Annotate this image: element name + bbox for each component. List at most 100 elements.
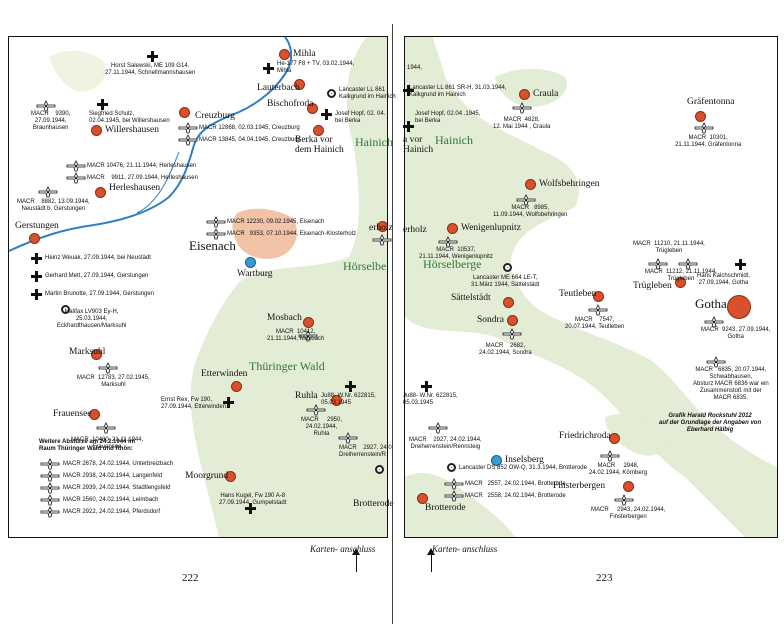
place-friedrichroda: Friedrichroda [559,431,611,441]
us-bomber-icon [40,506,60,518]
place-wartburg: Wartburg [237,269,273,279]
lancaster-ring-icon [327,89,336,98]
us-bomber-icon [512,102,532,114]
label-macr9243: MACR 9243, 27.09.1944, Gotha [701,327,771,340]
continuation-arrow-line [355,554,357,572]
label-macr2943: MACR 2943, 24.02.1944, Finsterbergen [591,507,666,520]
label-macr13845: MACR 13845, 04.04.1945, Creuzburg [199,137,300,143]
map-continuation-label-left: Karten- anschluss [310,544,376,554]
region-hainich: Hainich [355,135,393,149]
label-macr2678: MACR 2678, 24.02.1944, Unterbreizbach [63,461,174,467]
crash-cross-icon [735,259,746,270]
us-bomber-icon [96,422,116,434]
label-macr2558: MACR 2558, 24.02.1944, Brotterode [465,493,566,499]
continuation-arrow-icon [352,548,360,555]
region-hainich-right: Hainich [435,133,473,147]
us-bomber-icon [516,194,536,206]
us-bomber-icon [306,404,326,416]
label-macr2557: MACR 2557, 24.02.1944, Brotterode [465,481,566,487]
place-creuzburg: Creuzburg [195,111,235,121]
place-truegleben: Trügleben [633,281,672,291]
place-erholz-left: erholz [369,223,393,233]
place-finsterbergen: Finsterbergen [553,481,606,491]
place-mihla: Mihla [293,49,316,59]
label-macr2948: MACR 2948, 24.02.1944, Körnberg [589,463,648,476]
label-salewski: Horst Salewski, ME 109 G14, 27.11.1944, … [105,63,196,76]
page-number-right: 223 [596,572,613,584]
us-bomber-icon [40,494,60,506]
crash-site-dot [95,187,106,198]
crash-site-dot [225,471,236,482]
crash-site-dot [675,277,686,288]
us-bomber-icon [704,316,724,328]
us-bomber-icon [428,422,448,434]
place-craula: Craula [533,89,559,99]
map-continuation-label-right: Karten- anschluss [432,544,498,554]
page-gutter [392,24,393,624]
page-number-left: 222 [182,572,199,584]
crash-site-dot [695,111,706,122]
place-ruhla: Ruhla [295,391,318,401]
continuation-arrow-line [430,554,432,572]
crash-site-dot [231,381,242,392]
us-bomber-icon [178,134,198,146]
label-frag-1944: 1944, [407,65,423,71]
us-bomber-icon [372,234,392,246]
label-hopf-left: Josef Hopf, 02. 04. bei Berka [335,111,386,124]
place-teutleben: Teutleben [559,289,597,299]
region-hoerselbe: Hörselbe [343,259,387,273]
label-macr2939: MACR 2939, 24.02.1944, Stadtlengsfeld [63,485,171,491]
place-etterwinden: Etterwinden [201,369,248,379]
us-bomber-icon [648,258,668,270]
label-macr12783: MACR 12783, 27.02.1945, Marksuhl [77,375,150,388]
place-saettelstaedt: Sättelstädt [451,293,491,303]
label-macr9390: MACR 9390, 27.09.1944, Braunhausen [31,111,71,131]
crash-site-dot [179,107,190,118]
place-willershausen: Willershausen [105,125,159,135]
crash-site-dot [503,297,514,308]
us-bomber-icon [40,458,60,470]
us-bomber-icon [502,328,522,340]
place-lauterbach: Lauterbach [257,83,300,93]
crash-cross-icon [245,503,256,514]
label-macr11212: MACR 11212, 21.11.1944, Trügleben [645,269,717,282]
crash-cross-icon [263,63,274,74]
crash-cross-icon [403,121,414,132]
us-bomber-icon [40,482,60,494]
crash-site-dot [623,481,634,492]
label-macr10412: MACR 10412, 21.11.1944, Mosbach [267,329,325,342]
crash-site-dot [417,493,428,504]
crash-site-dot [29,233,40,244]
place-brotterode-left: Brotterode [353,499,394,509]
label-lancaster-left: Lancaster LL 861 Kalkgrund im Hainich [339,87,396,100]
label-ju88-left: Ju88- W.Nr. 622815, 05.03.1945 [321,393,376,406]
crash-site-dot [313,125,324,136]
region-hoerselberge: Hörselberge [423,257,482,271]
crash-site-dot [279,49,290,60]
place-brotterode-right: Brotterode [425,503,466,513]
label-macr7547: MACR 7547, 20.07.1944, Teutleben [565,317,625,330]
place-herleshausen: Herleshausen [109,183,161,193]
crash-cross-icon [31,289,42,300]
crash-site-dot [377,221,388,232]
left-map-frame: Mihla Lauterbach Bischofroda Berka vor d… [8,36,396,538]
us-bomber-icon [206,228,226,240]
us-bomber-icon [298,330,318,342]
label-macr2922: MACR 2922, 24.02.1944, Pferdsdorf [63,509,161,515]
label-macr2927-left: MACR 2927, 24.0 Dreiherrenstein/R [339,445,392,458]
crash-site-dot [91,349,102,360]
heading-weitere-abstuerze: Weitere Abstürze am 24.2.1944 im Raum Th… [39,439,136,452]
place-marksuhl: Marksuhl [69,347,106,357]
label-macr2938: MACR 2938, 24.02.1944, Langenfeld [63,473,163,479]
place-weningenlupnitz: Wenigenlupnitz [461,223,521,233]
wartburg-landmark-dot [245,257,256,268]
lancaster-ring-icon [503,263,512,272]
crash-cross-icon [31,271,42,282]
gotha-city-dot [727,295,751,319]
label-rex: Ernst Rex, Fw 190, 27.09.1944, Etterwind… [161,397,228,410]
crash-cross-icon [321,109,332,120]
place-eisenach: Eisenach [189,238,236,253]
us-bomber-icon [694,122,714,134]
crash-cross-icon [147,51,158,62]
